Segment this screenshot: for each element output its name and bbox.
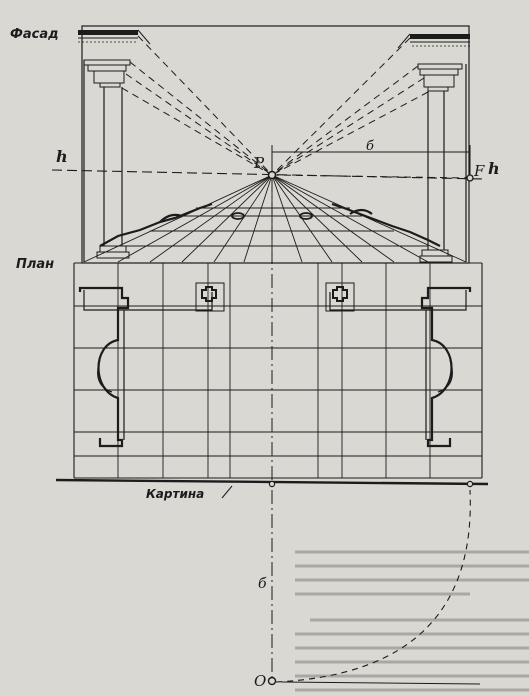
label-horizon-right: h <box>488 159 500 178</box>
horizon-line <box>51 169 484 180</box>
left-column <box>83 59 131 262</box>
cornice-left <box>78 29 151 45</box>
floor-transversals <box>118 207 428 247</box>
label-point-p: P <box>253 154 265 172</box>
point-f-marker <box>466 174 474 182</box>
label-plan: План <box>16 257 54 272</box>
right-column <box>417 63 467 263</box>
label-facade: Фасад <box>10 27 59 42</box>
plan-drawing <box>73 178 483 682</box>
cornice-right <box>397 33 470 49</box>
picture-plane-construction <box>55 478 489 686</box>
plan-wall-left <box>78 286 213 448</box>
vanishing-rays <box>121 35 471 179</box>
label-point-f: F <box>473 162 485 180</box>
floor-wall-outline <box>99 202 441 247</box>
facade-frame <box>81 25 470 264</box>
facade-drawing <box>51 25 484 264</box>
background-text-lines <box>295 550 529 692</box>
plan-pillar-left <box>195 282 225 312</box>
plan-grid-horizontals <box>74 262 482 479</box>
floor-orthogonals <box>83 174 467 263</box>
plan-wall-right <box>329 286 472 448</box>
label-distance-lower: б <box>258 576 267 592</box>
plan-pillar-right <box>325 282 355 312</box>
point-o-marker <box>267 676 277 686</box>
label-point-o: O <box>254 672 266 690</box>
label-picture-plane: Картина <box>146 487 204 501</box>
distance-dimension-upper <box>271 145 471 175</box>
label-horizon-left: h <box>56 147 68 166</box>
picture-plane-leader <box>221 485 233 499</box>
plan-grid-verticals <box>117 263 431 478</box>
distance-arc <box>275 489 471 683</box>
label-distance-upper: б <box>366 139 374 154</box>
point-p-marker <box>267 170 277 180</box>
